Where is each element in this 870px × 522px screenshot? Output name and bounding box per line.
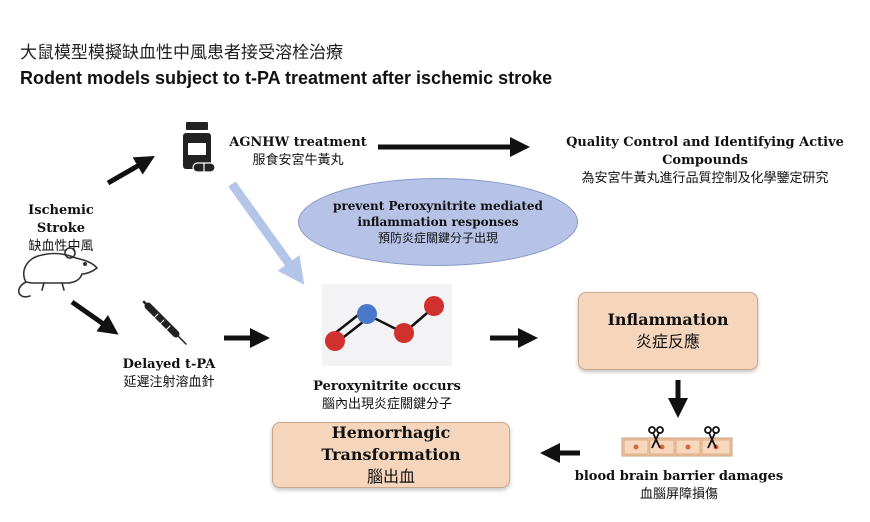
light-arrow-agnhw-to-peroxynitrite	[228, 181, 305, 285]
prevent-line1: prevent Peroxynitrite mediated	[333, 199, 543, 213]
peroxynitrite-label: Peroxynitrite occurs 腦內出現炎症關鍵分子	[302, 378, 472, 414]
scissors-icon	[648, 426, 720, 449]
ischemic-stroke-zh: 缺血性中風	[28, 239, 94, 254]
bbb-label: blood brain barrier damages 血腦屏障損傷	[574, 468, 784, 504]
quality-control-zh: 為安宮牛黃丸進行品質控制及化學鑒定研究	[581, 171, 829, 186]
peroxynitrite-zh: 腦內出現炎症關鍵分子	[321, 397, 452, 412]
delayed-tpa-label: Delayed t-PA 延遲注射溶血針	[104, 356, 234, 392]
quality-control-en: Quality Control and Identifying Active C…	[566, 135, 844, 168]
title-chinese: 大鼠模型模擬缺血性中風患者接受溶栓治療	[20, 43, 343, 63]
inflammation-en: Inflammation	[607, 310, 729, 329]
inflammation-zh: 炎症反應	[635, 332, 700, 351]
bbb-en: blood brain barrier damages	[574, 469, 784, 484]
rat-icon	[18, 247, 99, 298]
molecule-icon	[325, 296, 444, 351]
hemorrhagic-zh: 腦出血	[366, 467, 415, 486]
agnhw-label: AGNHW treatment 服食安宮牛黃丸	[228, 134, 368, 170]
prevent-line2: inflammation responses	[357, 215, 519, 229]
ischemic-stroke-en: Ischemic Stroke	[28, 203, 94, 236]
hemorrhagic-box: Hemorrhagic Transformation 腦出血	[272, 422, 510, 488]
pill-bottle-icon	[183, 122, 216, 173]
bbb-zh: 血腦屏障損傷	[639, 487, 718, 502]
delayed-tpa-zh: 延遲注射溶血針	[123, 375, 215, 390]
agnhw-en: AGNHW treatment	[229, 135, 367, 150]
prevent-zh: 預防炎症關鍵分子出現	[377, 231, 498, 245]
agnhw-zh: 服食安宮牛黃丸	[252, 153, 344, 168]
peroxynitrite-en: Peroxynitrite occurs	[313, 379, 461, 394]
hemorrhagic-en: Hemorrhagic Transformation	[321, 423, 461, 464]
prevent-ellipse: prevent Peroxynitrite mediated inflammat…	[298, 178, 578, 266]
quality-control-label: Quality Control and Identifying Active C…	[548, 134, 862, 188]
title-english: Rodent models subject to t-PA treatment …	[20, 68, 553, 88]
arrow-stroke-to-tpa	[70, 299, 119, 335]
syringe-icon	[142, 300, 187, 345]
delayed-tpa-en: Delayed t-PA	[122, 357, 216, 372]
ischemic-stroke-label: Ischemic Stroke 缺血性中風	[6, 202, 116, 256]
inflammation-box: Inflammation 炎症反應	[578, 292, 758, 370]
arrow-stroke-to-agnhw	[106, 156, 155, 186]
